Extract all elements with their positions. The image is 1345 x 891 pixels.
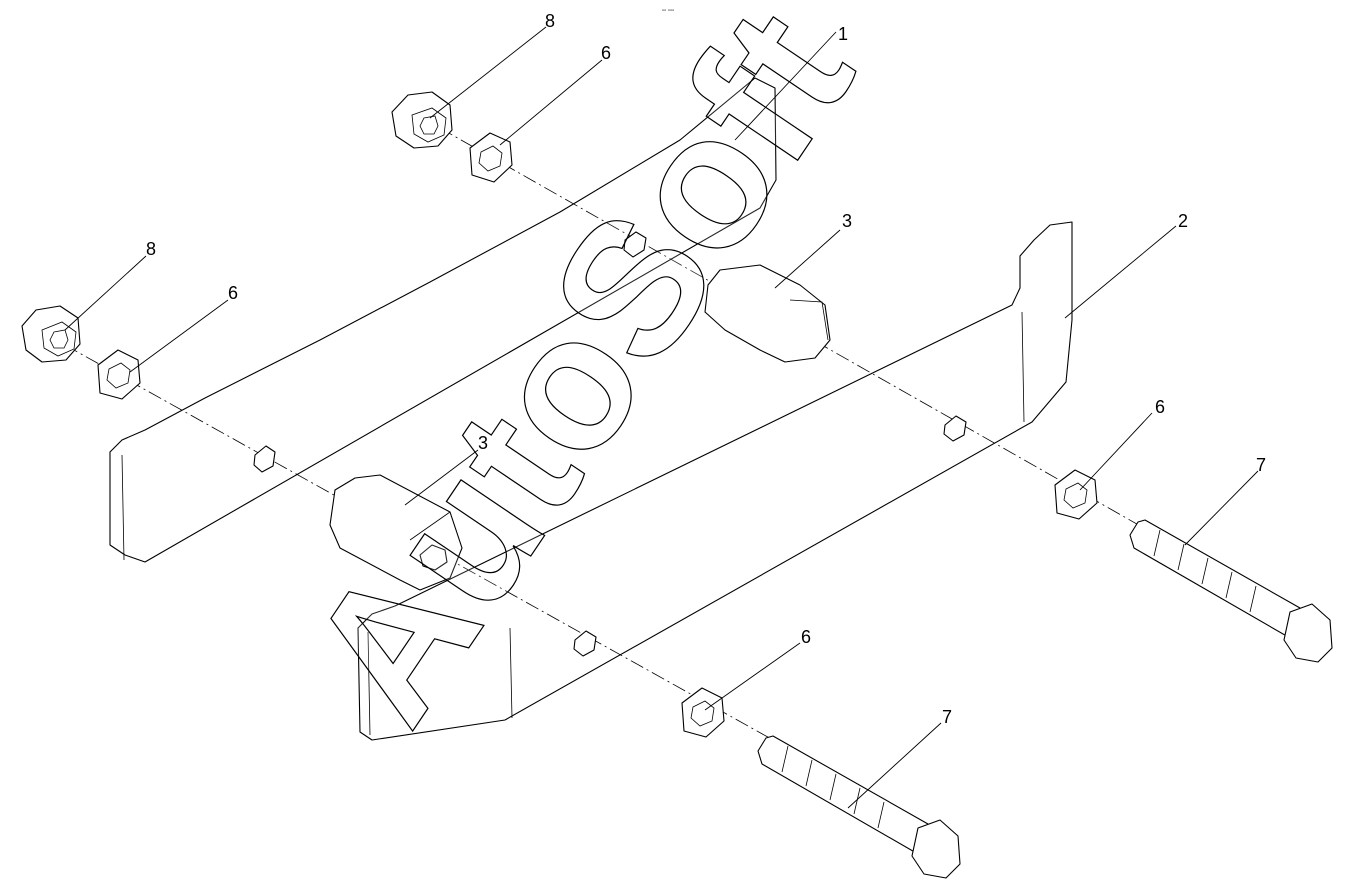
bolt-part-7-right <box>1129 519 1333 663</box>
callout-part-6-top: 6 <box>601 43 611 63</box>
leader-lines <box>64 26 1259 809</box>
hex-holes <box>253 231 967 657</box>
callout-numbers: 1 2 3 3 6 6 6 6 7 7 8 8 <box>146 11 1266 727</box>
callout-part-3-lower: 3 <box>478 433 488 453</box>
plate-part-1 <box>109 77 777 563</box>
callout-part-8-top: 8 <box>545 11 555 31</box>
callout-part-6-right: 6 <box>1155 397 1165 417</box>
spacer-part-3-upper <box>704 264 831 363</box>
callout-part-1: 1 <box>838 24 848 44</box>
callout-part-8-left: 8 <box>146 239 156 259</box>
washer-part-6-right <box>1054 469 1098 520</box>
washer-part-6-left <box>97 349 141 400</box>
callout-part-6-bottom: 6 <box>801 627 811 647</box>
nut-part-8-left <box>21 305 81 363</box>
washer-part-6-bottom <box>681 687 725 738</box>
washer-part-6-top <box>469 132 513 183</box>
plate-part-2 <box>357 221 1073 741</box>
spacer-part-3-lower <box>329 474 463 591</box>
callout-part-7-bottom: 7 <box>942 707 952 727</box>
callout-part-6-left: 6 <box>228 283 238 303</box>
bolt-part-7-bottom <box>757 735 961 879</box>
callout-part-2: 2 <box>1178 211 1188 231</box>
nut-part-8-top <box>391 91 453 149</box>
callout-part-3-upper: 3 <box>842 211 852 231</box>
callout-part-7-right: 7 <box>1256 455 1266 475</box>
header-mark: ▫▫ ▫▫▫ <box>662 8 674 14</box>
